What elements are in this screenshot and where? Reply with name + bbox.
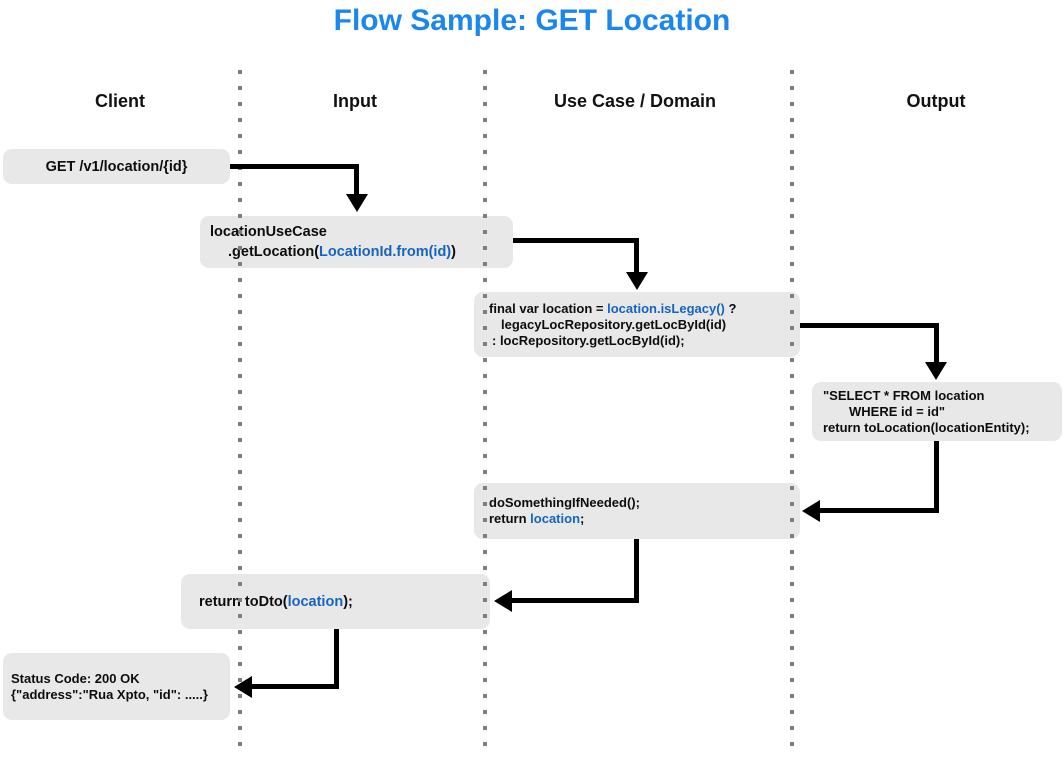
code-text: ? [724, 300, 737, 316]
connector-domain-to-repo-vline [934, 323, 939, 364]
node-response-line2: {"address":"Rua Xpto, "id": .....} [11, 686, 208, 702]
arrowhead-left-icon [494, 590, 512, 612]
lane-header-usecase-domain: Use Case / Domain [553, 91, 717, 111]
node-repository-sql: "SELECT * FROM location WHERE id = id" r… [812, 382, 1062, 441]
lane-header-client: Client [94, 91, 146, 111]
code-accent-text: location [530, 511, 581, 526]
arrowhead-down-icon [626, 272, 648, 290]
code-accent-text: location.isLegacy() [607, 300, 725, 316]
node-repository-sql-line2: WHERE id = id" [849, 403, 946, 419]
connector-usecase-vline [634, 238, 639, 274]
code-text: return toDto( [199, 593, 288, 610]
connector-request-vline [354, 164, 359, 196]
node-response-line1: Status Code: 200 OK [11, 670, 140, 686]
node-request: GET /v1/location/{id} [3, 149, 230, 184]
node-map-to-dto: return toDto(location); [181, 574, 490, 629]
connector-domain-to-repo-hline [800, 323, 939, 328]
connector-response-hline [250, 684, 339, 689]
code-text: ); [343, 593, 353, 610]
code-text: .getLocation( [228, 244, 320, 260]
lane-header-output: Output [906, 91, 966, 111]
arrowhead-down-icon [346, 194, 368, 212]
connector-repo-return-vline [934, 441, 939, 513]
arrowhead-down-icon [925, 362, 947, 380]
connector-usecase-hline [513, 238, 639, 243]
lane-separator-usecase-output [790, 70, 794, 756]
code-text: ) [451, 244, 456, 260]
code-accent-text: LocationId.from(id) [319, 244, 452, 260]
code-text: final var location = [489, 300, 608, 316]
code-accent-text: location [287, 593, 344, 610]
node-post-process-line1: doSomethingIfNeeded(); [489, 495, 640, 510]
connector-postprocess-vline [634, 539, 639, 603]
lane-separator-client-input [238, 70, 242, 756]
code-text: return [489, 511, 531, 526]
node-usecase-call-line2: .getLocation(LocationId.from(id)) [210, 242, 513, 262]
node-domain-logic-line3: : locRepository.getLocById(id); [492, 332, 685, 348]
arrowhead-left-icon [234, 676, 252, 698]
diagram-title: Flow Sample: GET Location [333, 4, 731, 37]
connector-repo-return-hline [818, 508, 939, 513]
node-domain-logic-line2: legacyLocRepository.getLocById(id) [501, 316, 727, 332]
node-repository-sql-line1: "SELECT * FROM location [823, 387, 985, 403]
node-map-to-dto-line: return toDto(location); [199, 594, 490, 610]
connector-request-hline [230, 164, 359, 169]
arrowhead-left-icon [802, 500, 820, 522]
node-response: Status Code: 200 OK {"address":"Rua Xpto… [3, 653, 230, 720]
node-repository-sql-line3: return toLocation(locationEntity); [823, 419, 1030, 435]
node-request-text: GET /v1/location/{id} [45, 158, 188, 175]
node-post-process-line2: return location; [489, 511, 800, 527]
node-domain-logic: final var location = location.isLegacy()… [474, 292, 800, 357]
node-post-process: doSomethingIfNeeded(); return location; [474, 483, 800, 539]
node-domain-logic-line1: final var location = location.isLegacy()… [489, 301, 800, 317]
connector-response-vline [334, 629, 339, 689]
connector-postprocess-hline [510, 598, 639, 603]
code-text: ; [580, 511, 585, 526]
lane-header-input: Input [333, 91, 377, 111]
node-usecase-call-line1: locationUseCase [210, 224, 327, 240]
lane-separator-input-usecase [483, 70, 487, 756]
node-usecase-call: locationUseCase .getLocation(LocationId.… [200, 216, 513, 268]
